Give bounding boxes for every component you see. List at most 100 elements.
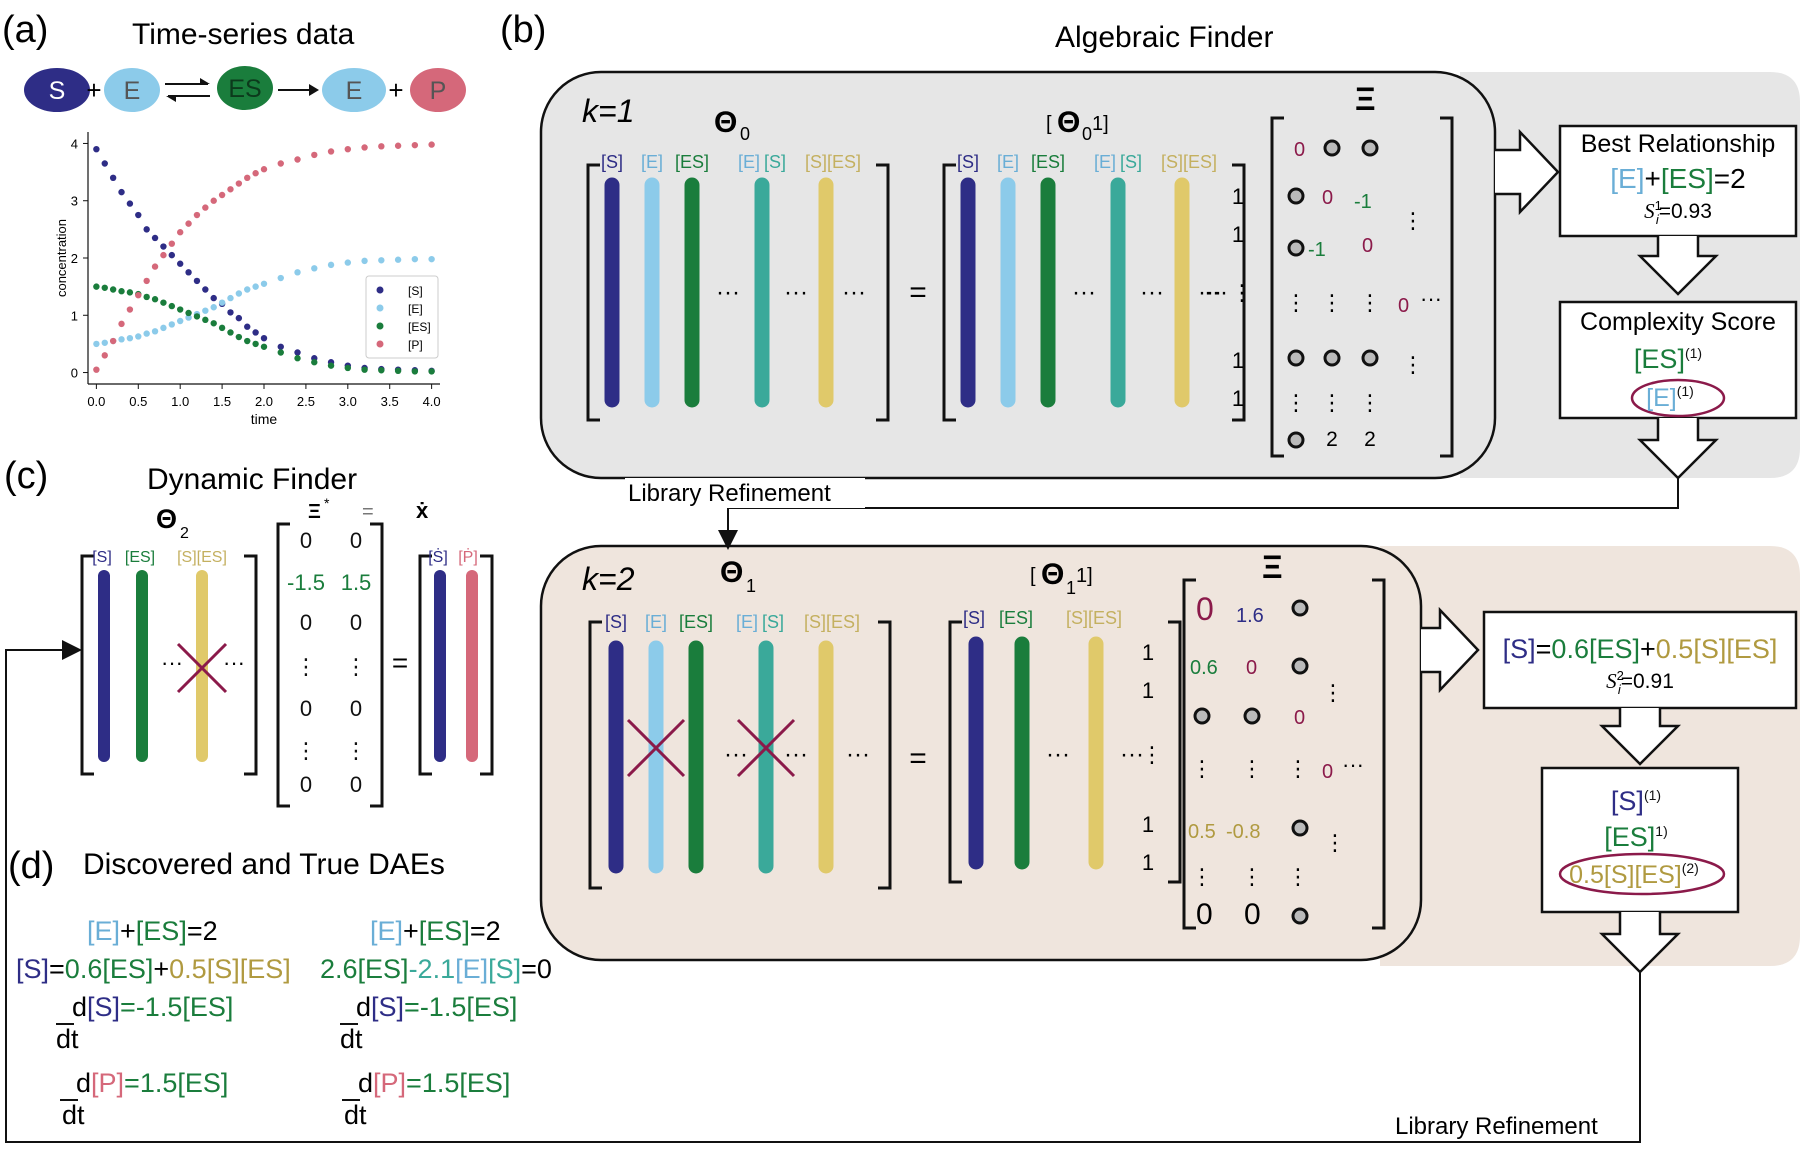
data-point xyxy=(126,289,134,296)
xi-star-entry: 0 xyxy=(350,610,362,635)
panel-c-title: Dynamic Finder xyxy=(147,463,357,496)
true-eq1-plus: + xyxy=(403,916,419,946)
data-point xyxy=(109,337,117,345)
disc-eq1-rhs: =2 xyxy=(187,916,218,946)
theta1-col-label: [ES] xyxy=(679,612,713,632)
legend-label: [S] xyxy=(408,284,423,298)
theta11-open: [ xyxy=(1030,565,1036,587)
complexity-e: [E](1) xyxy=(1646,383,1694,412)
data-point xyxy=(202,286,209,293)
xi-k2-entry: 0 xyxy=(1196,898,1213,931)
true-eq3-rhs: =-1.5[ES] xyxy=(404,992,517,1022)
true-eq2-b: -2.1 xyxy=(409,954,456,984)
xi-k2-bracket-right xyxy=(1372,578,1386,930)
x-axis-label: time xyxy=(251,411,278,427)
xi-k2-vdots: ⋮ xyxy=(1324,830,1346,855)
k2-score-s: S xyxy=(1606,669,1617,693)
data-point xyxy=(118,320,125,328)
xi-k2-entry: 1.6 xyxy=(1236,605,1264,627)
data-point xyxy=(378,257,385,264)
species-p-node xyxy=(410,68,466,112)
theta1-dots: ··· xyxy=(724,741,748,768)
disc-eq4-dt: dt xyxy=(62,1100,85,1130)
complexity-e-label: [E] xyxy=(1646,384,1677,412)
xdot-bracket-left xyxy=(418,554,432,776)
x-tick-label: 3.5 xyxy=(381,394,399,409)
data-point xyxy=(143,226,150,233)
best-relationship-eq: [E]+[ES]=2 xyxy=(1610,163,1745,194)
data-point xyxy=(185,309,192,317)
k2-score-sub: i xyxy=(1618,682,1622,697)
species-p-label: P xyxy=(430,77,447,105)
k2-cs-ses: 0.5[S][ES](2) xyxy=(1569,860,1699,889)
disc-eq2-05: 0.5 xyxy=(169,954,207,984)
library-refinement-top-label: Library Refinement xyxy=(628,480,831,507)
data-point xyxy=(227,329,234,336)
true-eq2: 2.6[ES]-2.1[E][S]=0 xyxy=(320,954,552,984)
theta0-col-label: [ES] xyxy=(675,152,709,172)
ones-column-entry: 1 xyxy=(1142,812,1154,837)
best-relationship-title: Best Relationship xyxy=(1581,130,1776,158)
data-point xyxy=(151,328,159,335)
data-point xyxy=(151,263,159,270)
legend-marker xyxy=(376,286,384,294)
data-point xyxy=(101,284,108,291)
data-point xyxy=(260,280,268,287)
data-point xyxy=(378,143,385,150)
disc-eq2-s: [S] xyxy=(16,954,49,984)
theta01-dots: ··· xyxy=(1198,279,1222,306)
k2-best-06: 0.6 xyxy=(1551,634,1589,664)
xi-k2-nonzero-dot xyxy=(1291,657,1309,675)
xi-k1-vdots: ⋮ xyxy=(1285,290,1307,315)
theta11-col-label: [ES] xyxy=(999,608,1033,628)
xi-star-entry: 0 xyxy=(300,696,312,721)
disc-eq1: [E]+[ES]=2 xyxy=(87,916,218,946)
y-tick-label: 1 xyxy=(71,308,78,323)
y-tick-label: 0 xyxy=(71,366,78,381)
data-point xyxy=(277,349,284,356)
disc-eq3: d[S]=-1.5[ES] xyxy=(72,992,233,1022)
data-point xyxy=(176,317,184,325)
best-score-val: =0.93 xyxy=(1659,200,1712,223)
library-refinement-connector-bottom xyxy=(5,640,1641,1143)
complexity-es-label: [ES] xyxy=(1634,344,1685,374)
true-eq1-es: [ES] xyxy=(419,916,470,946)
equals-sign-k1: = xyxy=(909,276,927,309)
ones-column-entry: 1 xyxy=(1232,222,1244,247)
xi-symbol-k2: Ξ xyxy=(1262,549,1283,585)
data-point xyxy=(235,314,243,322)
theta0-col-label-s-es: [S][ES] xyxy=(805,152,861,172)
data-point xyxy=(260,166,268,173)
legend-marker xyxy=(376,304,384,312)
xi-star-entry: ⋮ xyxy=(295,654,317,679)
xi-k1-nonzero-dot xyxy=(1287,187,1305,205)
xi-star-entry: 0 xyxy=(300,610,312,635)
data-point xyxy=(394,367,402,375)
xi-star-entry: 0 xyxy=(300,772,312,797)
reversible-arrow-icon xyxy=(165,78,210,102)
theta0-dots: ··· xyxy=(784,279,808,306)
xi-k2-nonzero-dot xyxy=(1193,707,1211,725)
true-eq1-rhs: =2 xyxy=(470,916,501,946)
x-tick-label: 0.5 xyxy=(129,394,147,409)
k2-best-eq-sign: = xyxy=(1536,634,1552,664)
k1-panel xyxy=(539,70,1497,480)
theta0-subscript: 0 xyxy=(740,124,750,144)
legend-marker xyxy=(376,322,384,330)
k2-cs-ses-sup: (2) xyxy=(1682,860,1699,876)
theta11-col-label: [S] xyxy=(963,608,985,628)
xi-k2-entry: 0 xyxy=(1246,657,1257,679)
theta11-dots: ··· xyxy=(1046,741,1070,768)
k2-best-es: [ES] xyxy=(1589,634,1640,664)
x-tick-label: 0.0 xyxy=(87,394,105,409)
disc-eq3-d: d xyxy=(72,992,87,1022)
data-point xyxy=(244,323,251,330)
data-point xyxy=(193,211,201,219)
legend-marker xyxy=(376,340,384,348)
k2-score-val: =0.91 xyxy=(1621,670,1674,693)
y-tick-label: 4 xyxy=(71,136,78,151)
panel-d: (d) Discovered and True DAEs [E]+[ES]=2 … xyxy=(8,845,552,1130)
k2-score-sup: 2 xyxy=(1617,668,1624,683)
x-tick-label: 3.0 xyxy=(339,394,357,409)
